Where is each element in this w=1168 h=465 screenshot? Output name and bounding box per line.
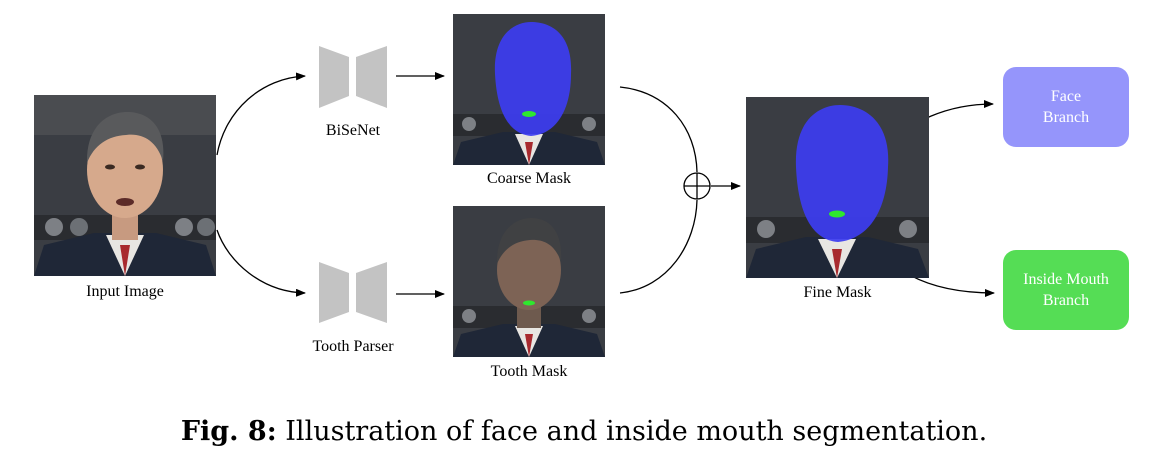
- face-branch-line1: Face: [1050, 88, 1082, 105]
- mouth-branch-line1: Inside Mouth: [1023, 271, 1109, 288]
- caption-prefix: Fig. 8:: [180, 416, 277, 447]
- input-image: [34, 95, 216, 276]
- input-image-label: Input Image: [86, 283, 164, 300]
- bisenet-label: BiSeNet: [325, 122, 381, 139]
- sum-operator-icon: [683, 172, 711, 200]
- mouth-branch-line2: Branch: [1042, 292, 1090, 309]
- tooth-parser-block-icon: [319, 262, 387, 323]
- figure-caption: Fig. 8: Illustration of face and inside …: [0, 416, 1168, 447]
- coarse-mask-image: [453, 14, 605, 165]
- tooth-parser-label: Tooth Parser: [312, 338, 394, 355]
- coarse-mask-label: Coarse Mask: [487, 170, 571, 187]
- arrow-input-to-bisenet: [216, 72, 306, 156]
- face-branch-line2: Branch: [1042, 109, 1090, 126]
- fine-mask-image: [746, 97, 929, 278]
- tooth-mask-image: [453, 206, 605, 357]
- caption-text: Illustration of face and inside mouth se…: [276, 416, 988, 447]
- tooth-mask-label: Tooth Mask: [490, 363, 568, 380]
- fine-mask-label: Fine Mask: [803, 284, 872, 301]
- mouth-branch-box: Inside Mouth Branch: [1003, 250, 1129, 330]
- arrow-input-to-toothparser: [216, 229, 306, 297]
- face-branch-box: Face Branch: [1003, 67, 1129, 147]
- line-tooth-to-sum: [619, 199, 698, 294]
- bisenet-block-icon: [319, 46, 387, 108]
- line-coarse-to-sum: [619, 86, 698, 173]
